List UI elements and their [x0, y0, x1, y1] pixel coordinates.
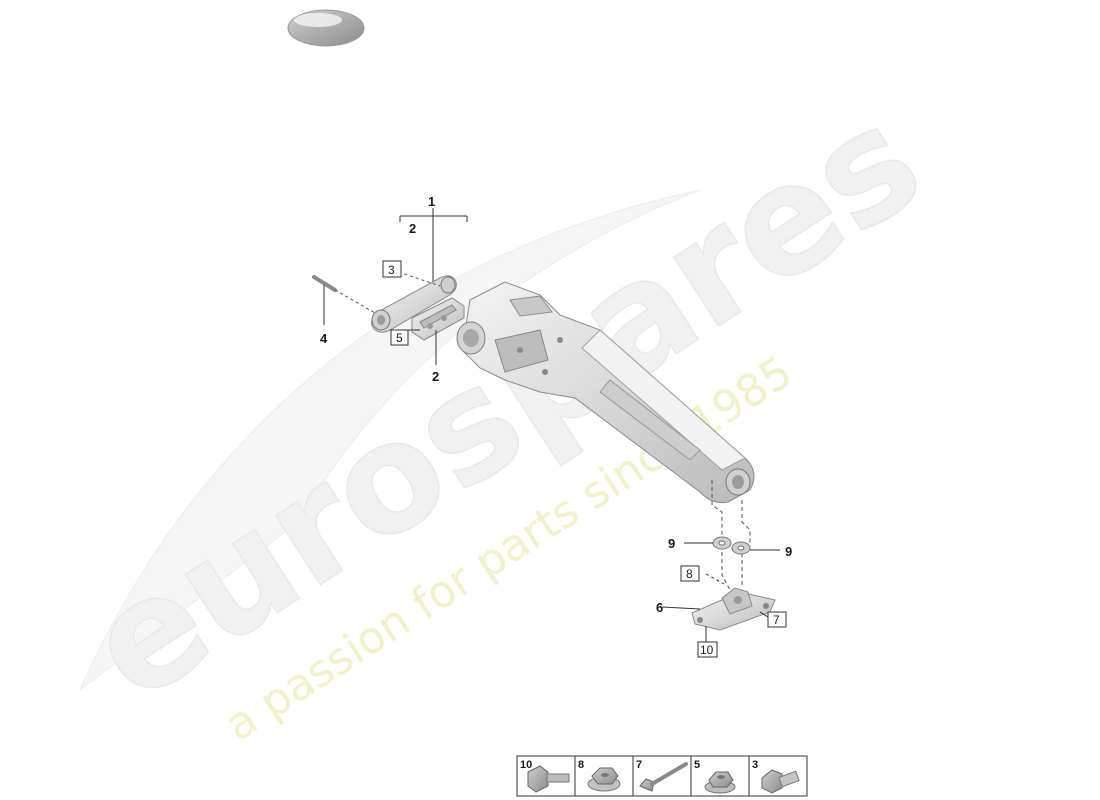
callout-9-left: 9	[668, 536, 675, 551]
callout-2-top: 2	[409, 221, 416, 236]
watermark-brand: eurospares	[60, 73, 950, 735]
callout-6: 6	[656, 600, 663, 615]
legend-label-10: 10	[520, 759, 532, 771]
watermark: eurospares a passion for parts since 198…	[59, 72, 951, 751]
flange-nut-icon	[587, 767, 621, 792]
washer-part-9-left	[712, 536, 732, 550]
boxed-callout-7-label: 7	[773, 613, 780, 627]
shouldered-bolt-icon	[761, 769, 800, 794]
hex-bolt-icon	[527, 765, 570, 793]
callout-1-leader	[399, 208, 468, 283]
assembly-guides	[711, 480, 751, 591]
boxed-callout-8: 8	[680, 565, 700, 582]
boxed-callout-7: 7	[767, 611, 787, 628]
legend-label-3: 3	[752, 759, 758, 771]
boxed-callout-10-label: 10	[700, 643, 714, 657]
callout-1: 1	[428, 194, 435, 209]
legend-label-7: 7	[636, 759, 642, 771]
callout-2-bottom: 2	[432, 369, 439, 384]
watermark-swoosh	[79, 189, 701, 691]
collar-nut-icon	[704, 771, 736, 794]
boxed-callout-5: 5	[390, 329, 409, 346]
long-bolt-icon	[639, 762, 688, 792]
legend-label-5: 5	[694, 759, 700, 771]
boxed-callout-3-label: 3	[388, 263, 395, 277]
transaxle-housing	[456, 281, 755, 503]
washer-part-9-right	[731, 541, 751, 555]
callout-9-right: 9	[785, 544, 792, 559]
callout-9-leaders	[684, 542, 780, 551]
hardware-legend: 10 8 7 5 3	[516, 755, 808, 797]
boxed-callout-5-label: 5	[396, 331, 403, 345]
boxed-callout-3: 3	[382, 260, 402, 278]
boxed-callout-8-label: 8	[686, 567, 693, 581]
legend-label-8: 8	[578, 759, 584, 771]
bolt-part-4	[312, 275, 376, 325]
mount-block-part	[406, 297, 465, 365]
model-thumbnail	[287, 9, 365, 47]
transmission-mount-part-6	[661, 573, 776, 642]
boxed-callout-10: 10	[697, 641, 718, 658]
callout-4: 4	[320, 331, 328, 346]
